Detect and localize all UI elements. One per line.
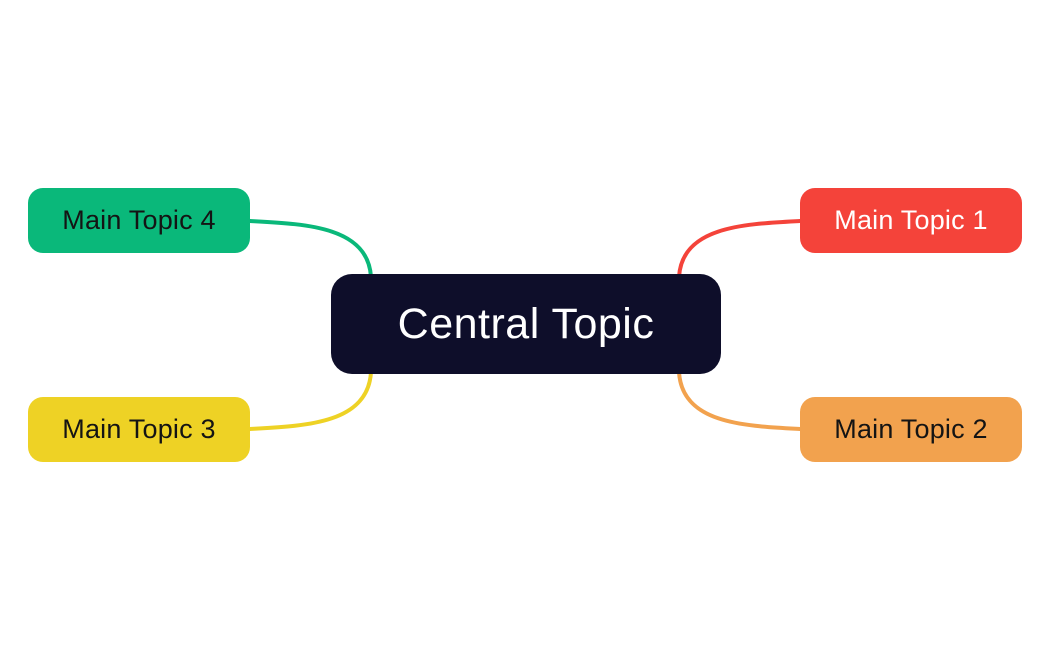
edge-central-to-topic-1 bbox=[677, 219, 802, 279]
main-topic-2-node[interactable]: Main Topic 2 bbox=[800, 397, 1022, 462]
main-topic-4-node[interactable]: Main Topic 4 bbox=[28, 188, 250, 253]
main-topic-1-label: Main Topic 1 bbox=[834, 205, 988, 235]
central-topic-node[interactable]: Central Topic bbox=[331, 274, 721, 374]
edge-central-to-topic-4 bbox=[248, 219, 373, 279]
central-topic-label: Central Topic bbox=[397, 299, 655, 348]
main-topic-2-label: Main Topic 2 bbox=[834, 414, 988, 444]
main-topic-4-label: Main Topic 4 bbox=[62, 205, 216, 235]
main-topic-3-node[interactable]: Main Topic 3 bbox=[28, 397, 250, 462]
edge-central-to-topic-3 bbox=[248, 370, 373, 431]
main-topic-3-label: Main Topic 3 bbox=[62, 414, 216, 444]
edge-central-to-topic-2 bbox=[677, 370, 802, 431]
main-topic-1-node[interactable]: Main Topic 1 bbox=[800, 188, 1022, 253]
